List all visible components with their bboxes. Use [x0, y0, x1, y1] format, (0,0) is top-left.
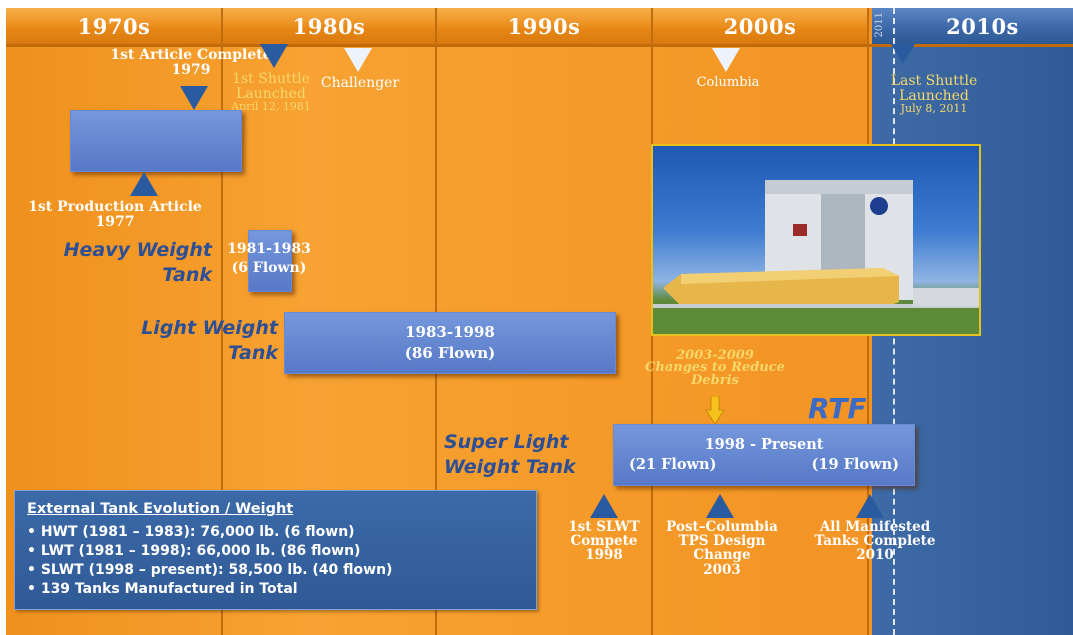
- super-name-line1: Super Light: [444, 431, 569, 453]
- post-columbia-l4: 2003: [703, 561, 741, 578]
- flag: [793, 224, 807, 236]
- first-article-label: 1st Article Complete 1979: [96, 48, 286, 77]
- decade-header-2000s: 2000s: [652, 8, 868, 44]
- heavy-flown: (6 Flown): [231, 259, 307, 276]
- post-columbia-l3: Change: [693, 547, 751, 564]
- changes-line2: Debris: [691, 372, 739, 388]
- post-columbia-l1: Post–Columbia: [666, 519, 778, 535]
- header-2011-cell: [872, 8, 892, 44]
- legend-title: External Tank Evolution / Weight: [27, 501, 294, 517]
- heavy-weight-tank-name: Heavy Weight Tank: [52, 238, 212, 287]
- first-production-title: 1st Production Article: [28, 199, 202, 215]
- changes-years: 2003-2009: [676, 348, 754, 363]
- super-flown-a: (21 Flown): [629, 456, 717, 473]
- columbia-marker: [712, 48, 740, 72]
- decade-header-1980s: 1980s: [222, 8, 436, 44]
- nasa-logo-icon: [870, 197, 888, 215]
- super-flown-b: (19 Flown): [811, 456, 899, 473]
- last-shuttle-line1: Last Shuttle: [890, 73, 978, 89]
- super-flown-row: (21 Flown) (19 Flown): [629, 455, 899, 475]
- changes-line1: Changes to Reduce: [645, 360, 785, 376]
- arrow-down-icon: [706, 396, 724, 424]
- light-weight-bar: 1983-1998 (86 Flown): [284, 312, 616, 374]
- light-name-line1: Light Weight: [141, 317, 278, 339]
- light-flown: (86 Flown): [404, 344, 496, 362]
- legend-item-lwt: • LWT (1981 – 1998): 66,000 lb. (86 flow…: [27, 543, 361, 559]
- manifested-l3: 2010: [856, 547, 894, 564]
- heavy-weight-bar: [248, 230, 292, 292]
- slwt-l1: 1st SLWT: [568, 519, 640, 535]
- slwt-l2: Compete: [570, 533, 638, 550]
- super-range: 1998 - Present: [704, 435, 824, 453]
- columbia-label: Columbia: [696, 75, 760, 90]
- light-name-line2: Tank: [228, 341, 278, 364]
- post-columbia-label: Post–Columbia TPS Design Change 2003: [652, 520, 792, 577]
- last-shuttle-marker: [891, 44, 915, 64]
- super-name-line2: Weight Tank: [444, 455, 576, 478]
- header-divider: [6, 44, 1073, 47]
- manifested-l2: Tanks Complete: [814, 533, 936, 550]
- manifested-label: All Manifested Tanks Complete 2010: [800, 520, 950, 563]
- decade-header-2010s: 2010s: [892, 8, 1073, 44]
- photo-illustration: [653, 180, 979, 334]
- changes-label: 2003-2009 Changes to Reduce Debris: [640, 348, 790, 388]
- first-shuttle-date: April 12, 1981: [231, 100, 311, 114]
- first-production-year: 1977: [95, 213, 135, 230]
- legend-item-slwt: • SLWT (1998 – present): 58,500 lb. (40 …: [27, 562, 393, 578]
- decade-header-1990s: 1990s: [436, 8, 652, 44]
- post-columbia-l2: TPS Design: [678, 533, 766, 550]
- last-shuttle-date: July 8, 2011: [900, 102, 968, 116]
- decade-header-1970s: 1970s: [6, 8, 222, 44]
- first-article-marker: [180, 86, 208, 110]
- challenger-label: Challenger: [320, 75, 400, 91]
- legend-item-hwt: • HWT (1981 – 1983): 76,000 lb. (6 flown…: [27, 524, 355, 540]
- year-2011-label: 2011: [874, 12, 885, 38]
- first-article-title: 1st Article Complete: [110, 47, 272, 63]
- heavy-weight-bar-label: 1981-1983 (6 Flown): [214, 240, 324, 278]
- heavy-range: 1981-1983: [227, 241, 311, 257]
- slwt-label: 1st SLWT Compete 1998: [554, 520, 654, 563]
- last-shuttle-line2: Launched: [899, 87, 969, 104]
- light-weight-tank-name: Light Weight Tank: [112, 316, 278, 365]
- legend-item-total: • 139 Tanks Manufactured in Total: [27, 581, 298, 597]
- first-shuttle-line2: Launched: [236, 85, 306, 102]
- evolution-legend: External Tank Evolution / Weight • HWT (…: [14, 490, 537, 610]
- super-light-bar: 1998 - Present (21 Flown) (19 Flown): [613, 424, 915, 486]
- first-shuttle-line1: 1st Shuttle: [232, 71, 310, 87]
- manifested-marker: [856, 494, 884, 518]
- manifested-l1: All Manifested: [819, 519, 931, 535]
- rtf-label: RTF: [808, 392, 867, 425]
- first-shuttle-label: 1st Shuttle Launched April 12, 1981: [226, 72, 316, 113]
- light-range: 1983-1998: [405, 323, 495, 341]
- heavy-name-line1: Heavy Weight: [63, 239, 212, 261]
- slwt-l3: 1998: [585, 547, 623, 564]
- development-bar: [70, 110, 242, 172]
- shuttle-tank-photo: [651, 144, 981, 336]
- first-article-year: 1979: [171, 61, 211, 78]
- decade-divider: [221, 8, 223, 635]
- heavy-name-line2: Tank: [162, 263, 212, 286]
- first-shuttle-marker: [260, 44, 288, 68]
- first-production-label: 1st Production Article 1977: [10, 200, 220, 229]
- last-shuttle-label: Last Shuttle Launched July 8, 2011: [876, 74, 992, 115]
- challenger-marker: [344, 48, 372, 72]
- super-light-tank-name: Super Light Weight Tank: [444, 430, 604, 479]
- post-columbia-marker: [706, 494, 734, 518]
- slwt-marker: [590, 494, 618, 518]
- first-production-marker: [130, 172, 158, 196]
